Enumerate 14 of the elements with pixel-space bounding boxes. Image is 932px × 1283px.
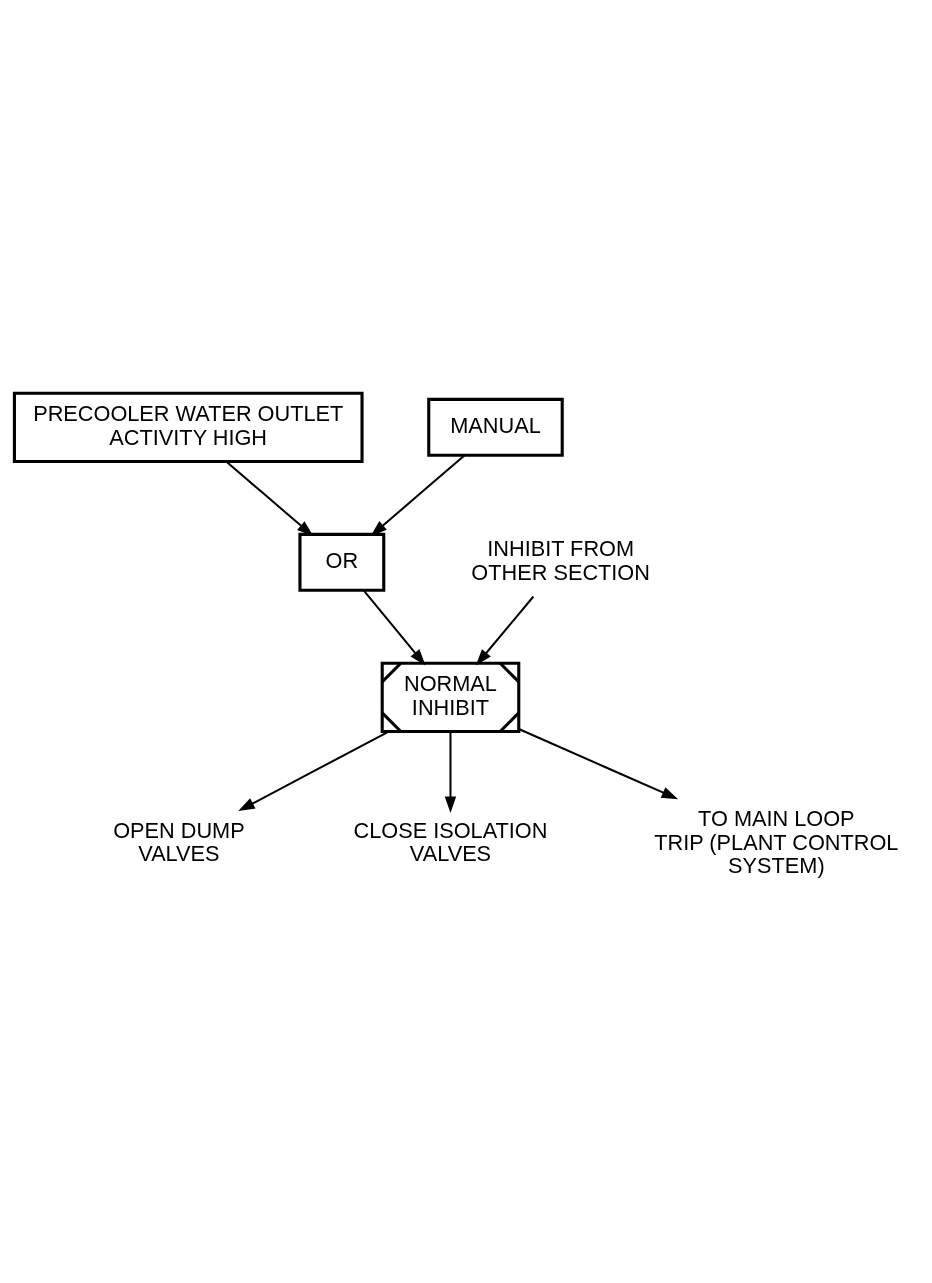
arrow — [444, 732, 457, 813]
node-box: PRECOOLER WATER OUTLET ACTIVITY HIGH — [12, 391, 364, 464]
arrow — [518, 728, 679, 800]
arrow — [370, 454, 466, 537]
arrow — [238, 730, 389, 812]
node-text: CLOSE ISOLATION VALVES — [353, 818, 548, 867]
node-box: MANUAL — [427, 397, 564, 457]
node-text: INHIBIT FROM OTHER SECTION — [471, 536, 650, 585]
node-text: TO MAIN LOOP TRIP (PLANT CONTROL SYSTEM) — [654, 806, 899, 879]
arrow — [363, 589, 426, 666]
node-text: OPEN DUMP VALVES — [113, 818, 245, 867]
arrow — [475, 595, 535, 666]
arrow — [225, 460, 314, 537]
node-box: OR — [298, 532, 386, 592]
